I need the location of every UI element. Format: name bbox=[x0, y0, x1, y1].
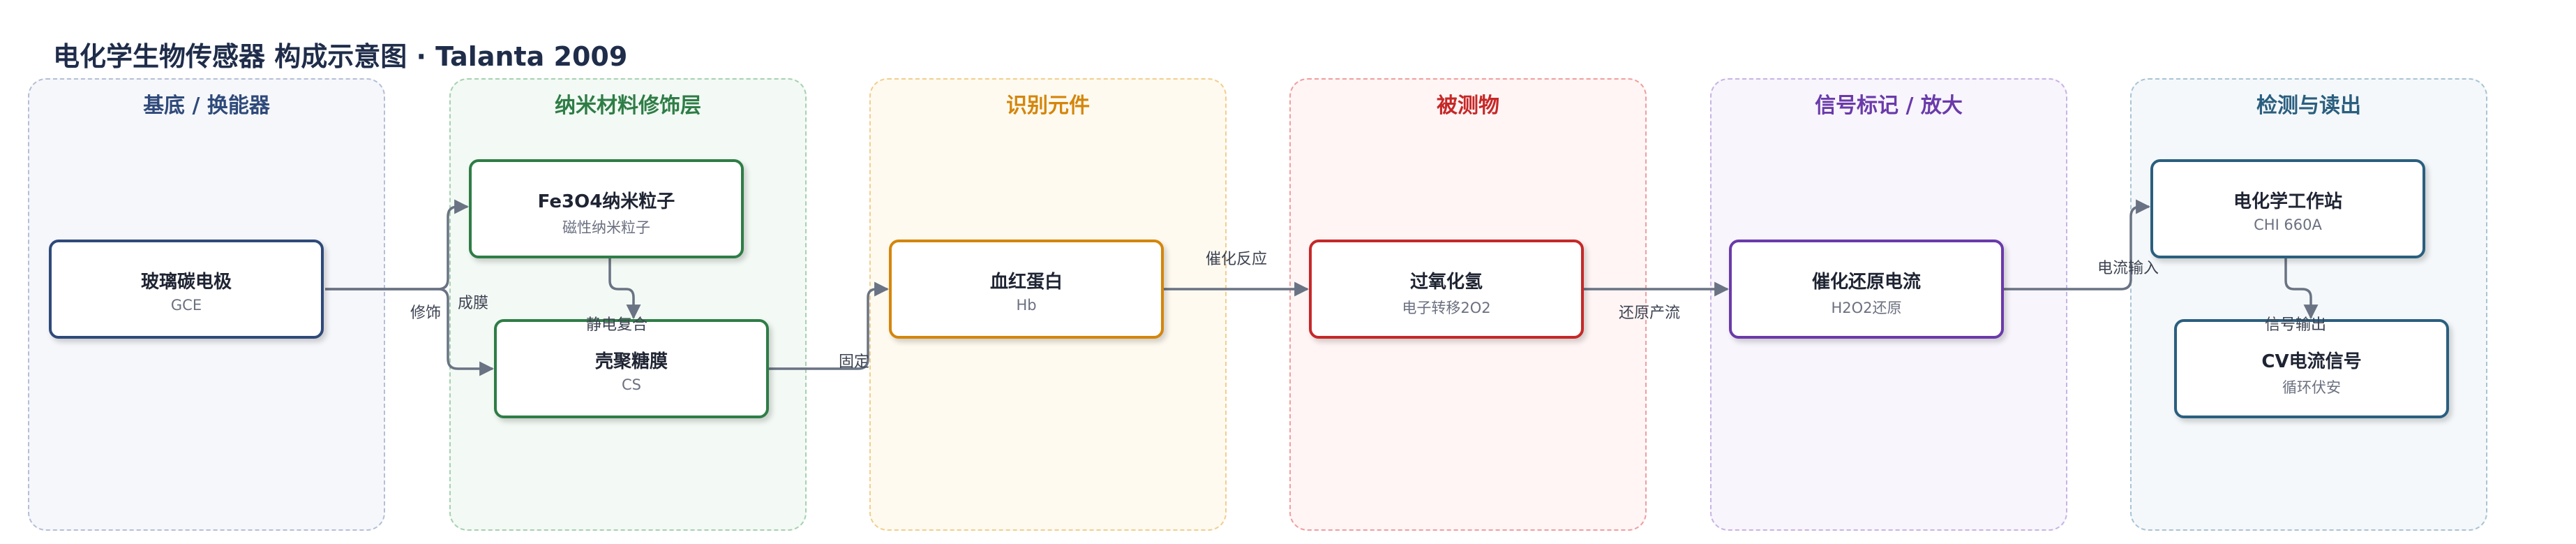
node-current-label: 催化还原电流 bbox=[1811, 272, 1921, 293]
node-h2o2[interactable]: 过氧化氢 电子转移2O2 bbox=[1309, 240, 1584, 339]
lane-readout bbox=[2130, 78, 2487, 531]
edge-label-reduction: 还原产流 bbox=[1619, 304, 1681, 322]
edge-label-catalysis: 催化反应 bbox=[1206, 251, 1268, 268]
node-cv[interactable]: CV电流信号 循环伏安 bbox=[2174, 319, 2449, 418]
lane-nanomaterial bbox=[449, 78, 807, 531]
lane-title-readout: 检测与读出 bbox=[2256, 94, 2361, 118]
edge-gce-fe3o4 bbox=[325, 199, 470, 291]
lane-title-signal: 信号标记 / 放大 bbox=[1815, 94, 1963, 118]
edge-chi-cv bbox=[2284, 258, 2319, 320]
node-cv-sublabel: 循环伏安 bbox=[2282, 379, 2341, 396]
edge-label-modify: 修饰 bbox=[410, 304, 442, 322]
node-fe3o4[interactable]: Fe3O4纳米粒子 磁性纳米粒子 bbox=[469, 159, 744, 258]
lane-title-analyte: 被测物 bbox=[1437, 94, 1499, 118]
node-cv-label: CV电流信号 bbox=[2261, 351, 2362, 372]
node-h2o2-sublabel: 电子转移2O2 bbox=[1402, 300, 1491, 316]
node-chi-label: 电化学工作站 bbox=[2233, 191, 2342, 212]
node-gce[interactable]: 玻璃碳电极 GCE bbox=[49, 240, 324, 339]
edge-fe3o4-cs bbox=[608, 258, 641, 320]
edge-current-chi bbox=[2002, 199, 2151, 291]
node-current[interactable]: 催化还原电流 H2O2还原 bbox=[1729, 240, 2004, 339]
lane-title-substrate: 基底 / 换能器 bbox=[143, 94, 270, 118]
node-chi[interactable]: 电化学工作站 CHI 660A bbox=[2150, 159, 2425, 258]
node-current-sublabel: H2O2还原 bbox=[1831, 300, 1902, 316]
node-cs[interactable]: 壳聚糖膜 CS bbox=[494, 319, 769, 418]
node-gce-label: 玻璃碳电极 bbox=[140, 272, 232, 293]
lane-title-recognition: 识别元件 bbox=[1006, 94, 1090, 118]
edge-gce-cs bbox=[325, 288, 495, 376]
node-h2o2-label: 过氧化氢 bbox=[1409, 272, 1483, 293]
node-fe3o4-label: Fe3O4纳米粒子 bbox=[537, 191, 675, 212]
edge-label-signal-output: 信号输出 bbox=[2265, 316, 2327, 334]
node-fe3o4-sublabel: 磁性纳米粒子 bbox=[562, 219, 650, 236]
node-hb-sublabel: Hb bbox=[1016, 297, 1037, 314]
node-hb-label: 血红蛋白 bbox=[989, 272, 1063, 293]
page-title: 电化学生物传感器 构成示意图 · Talanta 2009 bbox=[53, 41, 628, 72]
edge-label-electrostatic: 静电复合 bbox=[586, 316, 648, 334]
edge-cs-hb bbox=[767, 281, 890, 370]
node-hb[interactable]: 血红蛋白 Hb bbox=[889, 240, 1164, 339]
node-cs-label: 壳聚糖膜 bbox=[594, 351, 668, 372]
node-gce-sublabel: GCE bbox=[170, 297, 202, 314]
edge-label-immobilize: 固定 bbox=[839, 353, 870, 371]
node-chi-sublabel: CHI 660A bbox=[2254, 216, 2322, 233]
node-cs-sublabel: CS bbox=[622, 376, 641, 393]
edge-label-current-input: 电流输入 bbox=[2097, 260, 2159, 277]
edge-label-film: 成膜 bbox=[458, 295, 489, 312]
lane-title-nanomaterial: 纳米材料修饰层 bbox=[555, 94, 701, 118]
